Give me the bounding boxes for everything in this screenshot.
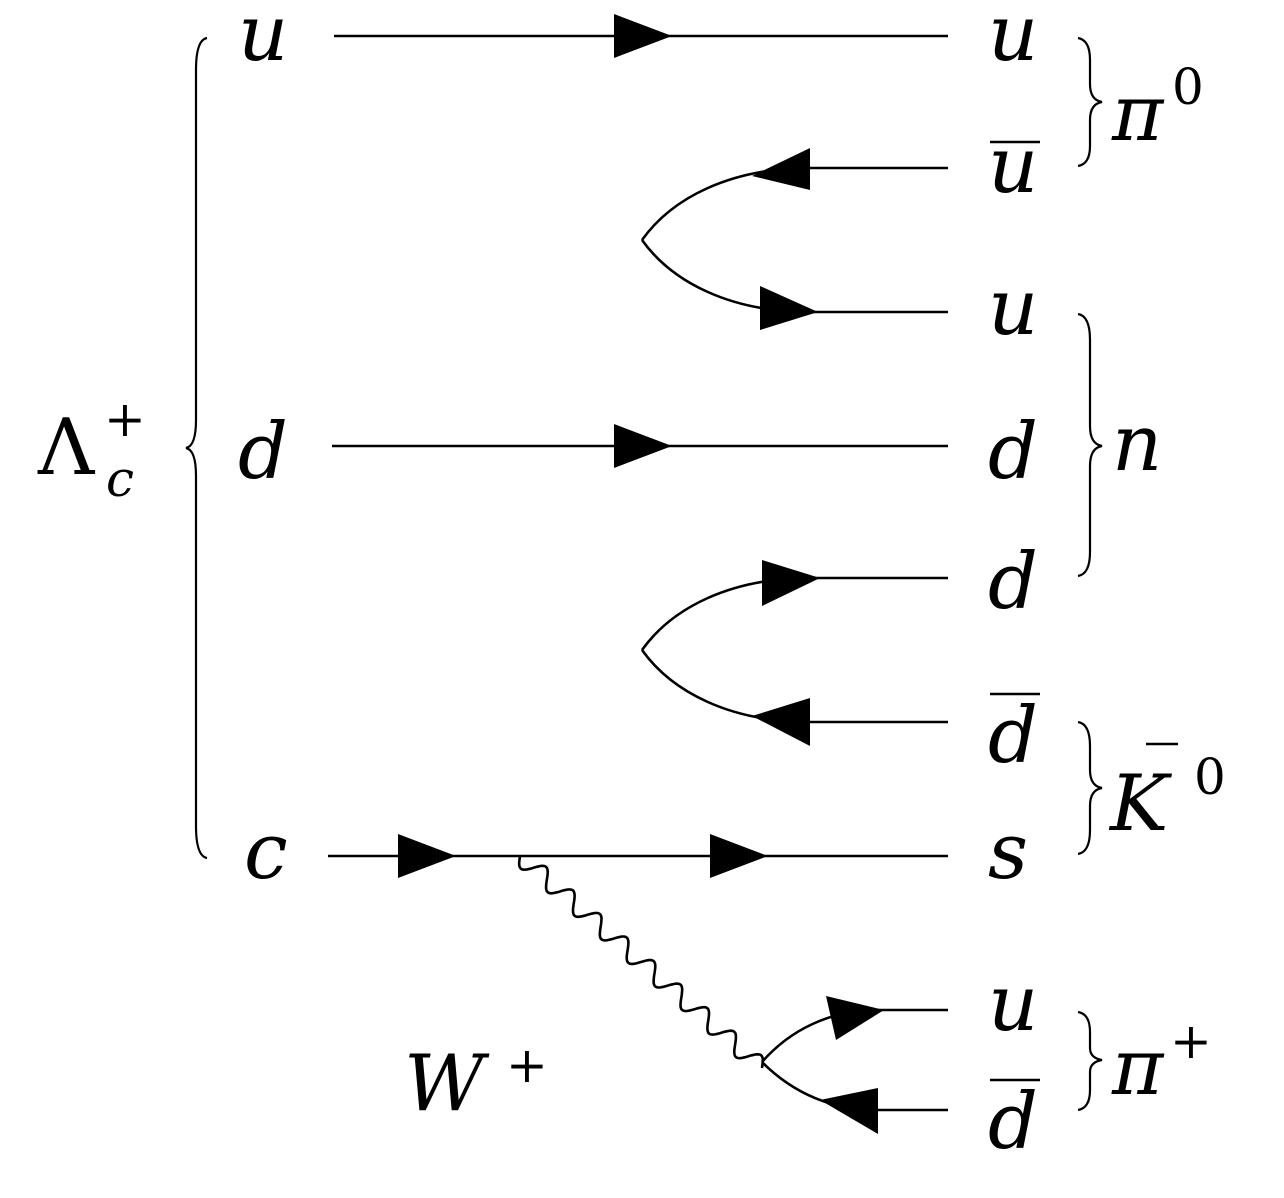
svg-text:+: + bbox=[1170, 1012, 1212, 1070]
initial-brace bbox=[185, 36, 208, 860]
w-boson-line bbox=[517, 855, 765, 1069]
svg-text:+: + bbox=[506, 1036, 548, 1094]
arrow-u-created bbox=[760, 286, 818, 330]
initial-quark-d: d bbox=[238, 407, 288, 497]
final-quark-u: u bbox=[988, 0, 1038, 79]
svg-text:0: 0 bbox=[1194, 748, 1226, 806]
arrow-w-u bbox=[826, 996, 884, 1040]
arrow-s bbox=[710, 834, 768, 878]
arrow-ubar bbox=[752, 148, 810, 190]
final-quark-s: s bbox=[988, 807, 1028, 897]
final-quark-ubar: u bbox=[988, 121, 1038, 211]
initial-baryon-label: Λ c + bbox=[37, 390, 146, 508]
pair-u-ubar-lower bbox=[640, 239, 948, 314]
label-kbar0: K 0 bbox=[1108, 742, 1226, 849]
initial-quark-c: c bbox=[244, 807, 288, 897]
final-quark-u3: u bbox=[988, 959, 1038, 1049]
w-boson-label: W + bbox=[404, 1036, 548, 1129]
arrow-dbar bbox=[752, 698, 810, 746]
svg-text:n: n bbox=[1112, 399, 1162, 489]
svg-text:W: W bbox=[404, 1039, 490, 1129]
arrow-w-dbar bbox=[820, 1088, 878, 1134]
brace-kbar0 bbox=[1077, 720, 1103, 856]
final-quark-dbar2: d bbox=[988, 1077, 1038, 1167]
label-pi0: π 0 bbox=[1111, 58, 1204, 159]
label-neutron: n bbox=[1112, 399, 1162, 489]
svg-text:Λ: Λ bbox=[37, 403, 96, 493]
arrow-c bbox=[398, 834, 456, 878]
arrow-u bbox=[614, 14, 672, 58]
svg-text:K: K bbox=[1108, 759, 1173, 849]
brace-pi0 bbox=[1077, 36, 1103, 168]
svg-text:π: π bbox=[1111, 1023, 1165, 1113]
final-quark-d2: d bbox=[988, 537, 1038, 627]
brace-neutron bbox=[1077, 312, 1103, 578]
final-quark-d: d bbox=[988, 407, 1038, 497]
arrow-d-created bbox=[762, 560, 820, 606]
svg-text:c: c bbox=[106, 450, 134, 508]
arrow-d bbox=[614, 424, 672, 468]
svg-text:+: + bbox=[104, 390, 146, 448]
svg-text:0: 0 bbox=[1172, 58, 1204, 116]
label-piplus: π + bbox=[1111, 1012, 1212, 1113]
svg-text:π: π bbox=[1111, 69, 1165, 159]
brace-piplus bbox=[1077, 1010, 1103, 1112]
final-quark-dbar: d bbox=[988, 691, 1038, 781]
initial-quark-u: u bbox=[238, 0, 288, 79]
final-quark-u2: u bbox=[988, 263, 1038, 353]
